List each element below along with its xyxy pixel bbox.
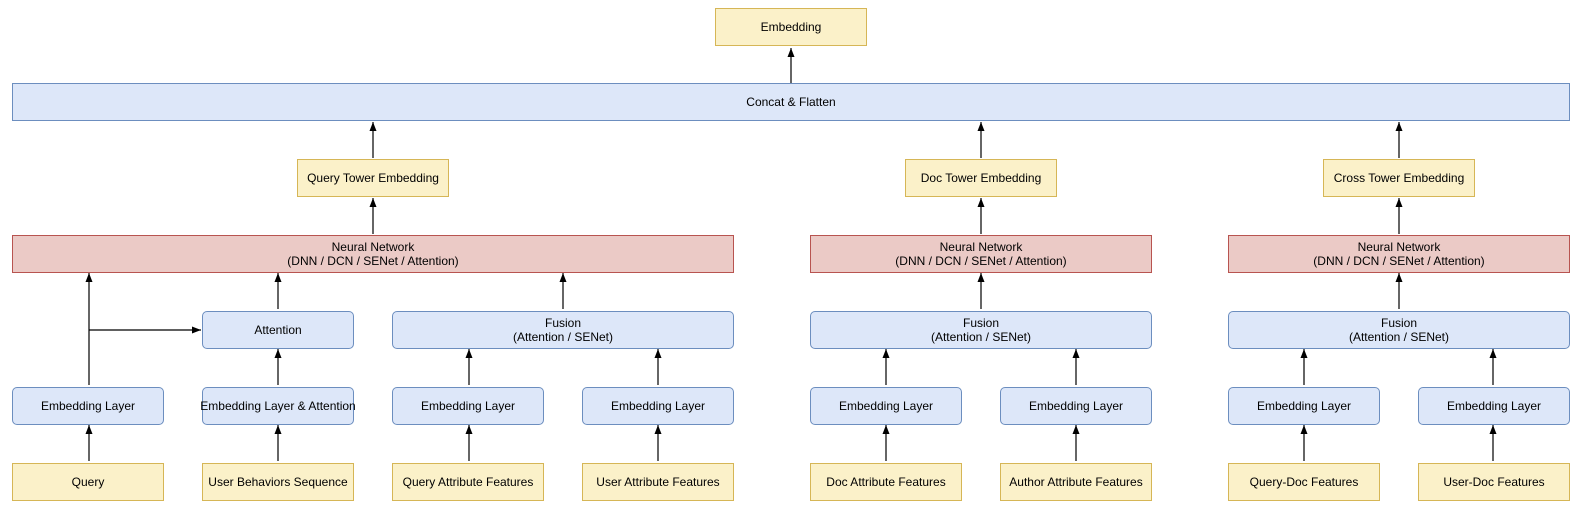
query-fusion-node: Fusion (Attention / SENet): [392, 311, 734, 349]
node-label: Doc Attribute Features: [826, 475, 946, 489]
doc-neural-network-node: Neural Network (DNN / DCN / SENet / Atte…: [810, 235, 1152, 273]
node-label: Query Tower Embedding: [307, 171, 439, 185]
user-attribute-features-node: User Attribute Features: [582, 463, 734, 501]
node-label-line2: (Attention / SENet): [930, 330, 1032, 344]
user-behaviors-sequence-node: User Behaviors Sequence: [202, 463, 354, 501]
node-label-line2: (DNN / DCN / SENet / Attention): [1313, 254, 1485, 268]
node-label: Doc Tower Embedding: [920, 171, 1042, 185]
query-neural-network-node: Neural Network (DNN / DCN / SENet / Atte…: [12, 235, 734, 273]
node-label-line1: Fusion: [962, 316, 1000, 330]
behaviors-embedding-attention-node: Embedding Layer & Attention: [200, 387, 356, 425]
query-attr-embedding-layer-node: Embedding Layer: [392, 387, 544, 425]
cross-neural-network-node: Neural Network (DNN / DCN / SENet / Atte…: [1228, 235, 1570, 273]
node-label-line1: Neural Network: [331, 240, 415, 254]
node-label: Author Attribute Features: [1009, 475, 1143, 489]
doc-attr-embedding-layer-node: Embedding Layer: [810, 387, 962, 425]
node-label-line1: Neural Network: [939, 240, 1023, 254]
node-label-line1: Fusion: [1380, 316, 1418, 330]
node-label: Concat & Flatten: [746, 95, 836, 109]
node-label-line2: (Attention / SENet): [512, 330, 614, 344]
node-label: Embedding Layer & Attention: [200, 399, 356, 413]
attention-node: Attention: [202, 311, 354, 349]
doc-fusion-node: Fusion (Attention / SENet): [810, 311, 1152, 349]
node-label: Embedding: [760, 20, 822, 34]
node-label: Query Attribute Features: [402, 475, 534, 489]
node-label: Embedding Layer: [1446, 399, 1542, 413]
node-label: Embedding Layer: [40, 399, 136, 413]
node-label-line2: (DNN / DCN / SENet / Attention): [895, 254, 1067, 268]
user-attr-embedding-layer-node: Embedding Layer: [582, 387, 734, 425]
node-label: Embedding Layer: [1028, 399, 1124, 413]
query-doc-features-node: Query-Doc Features: [1228, 463, 1380, 501]
user-doc-features-node: User-Doc Features: [1418, 463, 1570, 501]
node-label: User Attribute Features: [596, 475, 720, 489]
cross-tower-embedding-node: Cross Tower Embedding: [1323, 159, 1475, 197]
query-doc-embedding-layer-node: Embedding Layer: [1228, 387, 1380, 425]
doc-tower-embedding-node: Doc Tower Embedding: [905, 159, 1057, 197]
concat-flatten-node: Concat & Flatten: [12, 83, 1570, 121]
query-attribute-features-node: Query Attribute Features: [392, 463, 544, 501]
node-label: Embedding Layer: [420, 399, 516, 413]
node-label: Embedding Layer: [838, 399, 934, 413]
doc-attribute-features-node: Doc Attribute Features: [810, 463, 962, 501]
query-embedding-layer-node: Embedding Layer: [12, 387, 164, 425]
query-input-node: Query: [12, 463, 164, 501]
node-label: User-Doc Features: [1443, 475, 1545, 489]
output-embedding-node: Embedding: [715, 8, 867, 46]
node-label-line2: (DNN / DCN / SENet / Attention): [287, 254, 459, 268]
node-label-line2: (Attention / SENet): [1348, 330, 1450, 344]
node-label: Query: [71, 475, 105, 489]
node-label: Cross Tower Embedding: [1333, 171, 1465, 185]
node-label-line1: Neural Network: [1357, 240, 1441, 254]
cross-fusion-node: Fusion (Attention / SENet): [1228, 311, 1570, 349]
node-label-line1: Fusion: [544, 316, 582, 330]
query-tower-embedding-node: Query Tower Embedding: [297, 159, 449, 197]
author-attr-embedding-layer-node: Embedding Layer: [1000, 387, 1152, 425]
node-label: Attention: [254, 323, 302, 337]
node-label: User Behaviors Sequence: [208, 475, 348, 489]
author-attribute-features-node: Author Attribute Features: [1000, 463, 1152, 501]
node-label: Embedding Layer: [1256, 399, 1352, 413]
node-label: Query-Doc Features: [1249, 475, 1359, 489]
node-label: Embedding Layer: [610, 399, 706, 413]
user-doc-embedding-layer-node: Embedding Layer: [1418, 387, 1570, 425]
